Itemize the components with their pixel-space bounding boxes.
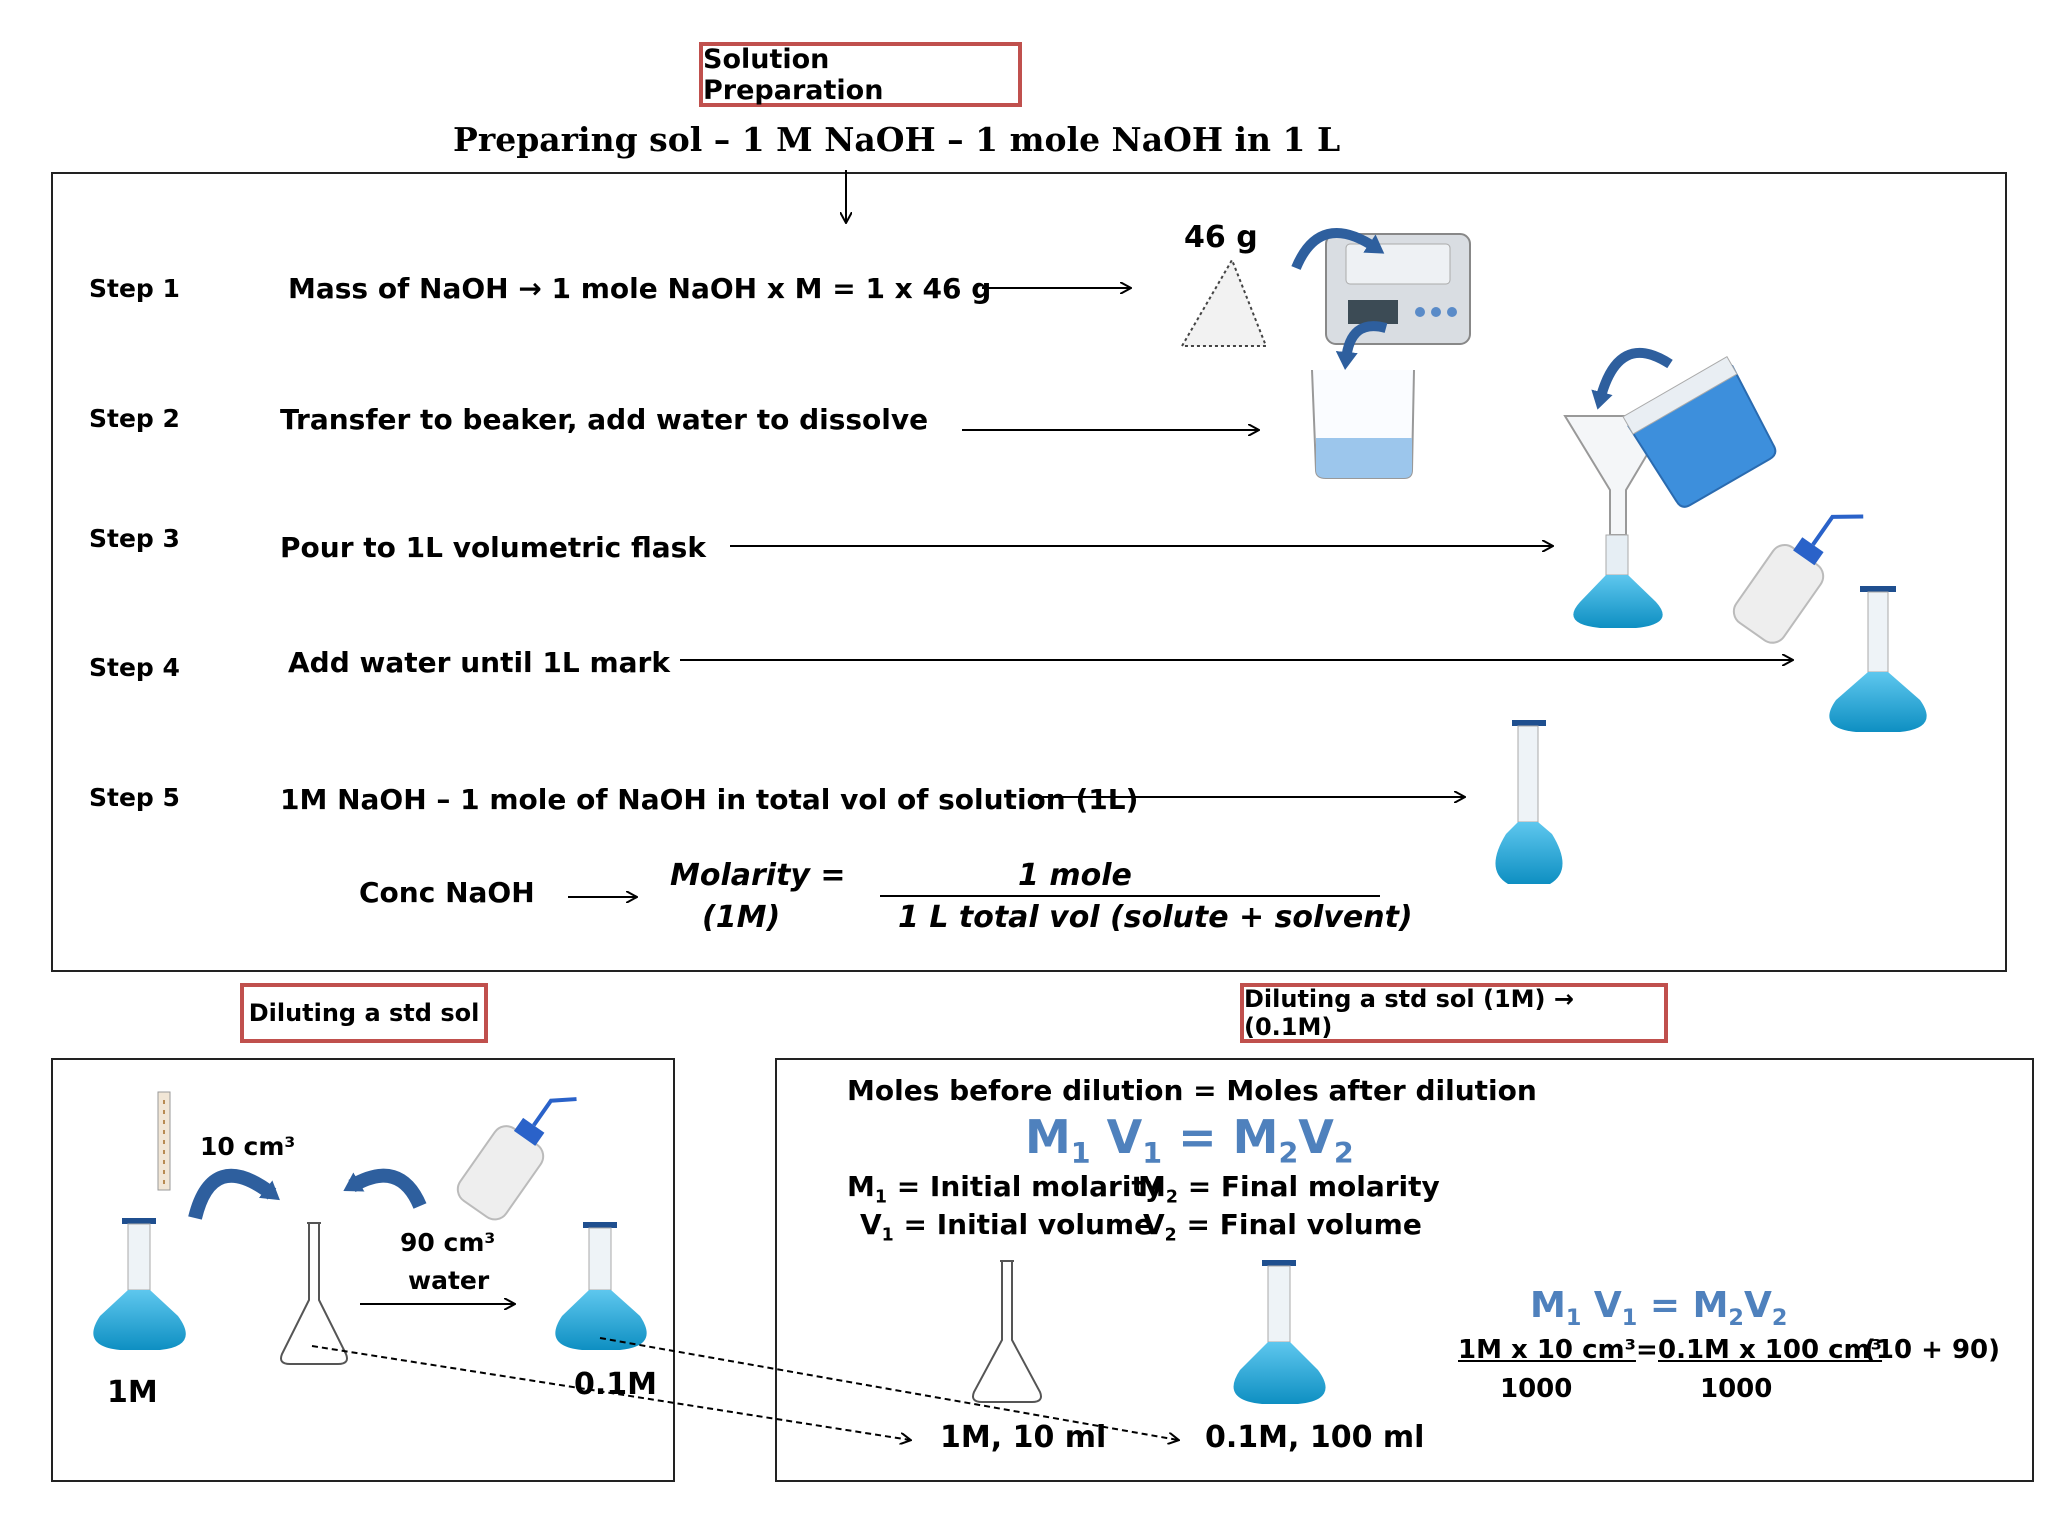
calc-denominator-2: 1000: [1700, 1374, 1773, 1404]
formula-m2: M: [1232, 1110, 1279, 1164]
formula-v1: V: [1106, 1110, 1143, 1164]
empty-flask-right-icon: [972, 1260, 1042, 1403]
dilution-right-title-box: Diluting a std sol (1M) → (0.1M): [1240, 983, 1668, 1043]
def-v1-sub: 1: [881, 1225, 894, 1246]
calc-m2: M: [1692, 1285, 1729, 1326]
curved-arrow-1-icon: [1291, 228, 1385, 271]
formula-sub-3: 2: [1278, 1137, 1299, 1171]
dilution-right-frame: [775, 1058, 2034, 1482]
label-01m: 0.1M: [574, 1367, 657, 1402]
molarity-label: Molarity =: [670, 858, 846, 893]
mass-label: 46 g: [1184, 220, 1258, 255]
dilution-left-title-box: Diluting a std sol: [240, 983, 488, 1043]
def-v2: V2 = Final volume: [1143, 1208, 1422, 1246]
flask-01m-icon: [555, 1222, 647, 1350]
calc-m1: M: [1530, 1285, 1566, 1326]
water-label: water: [408, 1266, 490, 1295]
molarity-unit: (1M): [702, 900, 781, 935]
curved-arrow-2-icon: [1335, 321, 1388, 370]
calc-sub-4: 2: [1771, 1305, 1788, 1332]
flask-label-2: 0.1M, 100 ml: [1205, 1420, 1425, 1455]
beaker-icon: [1311, 369, 1415, 479]
curved-arrow-4-icon: [188, 1168, 280, 1220]
calc-numerator-left: 1M x 10 cm³: [1458, 1335, 1636, 1365]
dilution-right-title: Diluting a std sol (1M) → (0.1M): [1244, 985, 1574, 1041]
calc-v1: V: [1593, 1285, 1622, 1326]
formula-v2: V: [1298, 1110, 1334, 1164]
label-1m: 1M: [107, 1375, 158, 1410]
def-v1: V1 = Initial volume: [860, 1208, 1154, 1246]
wash-bottle-2-icon: [456, 1097, 577, 1221]
formula-eq: =: [1178, 1110, 1217, 1164]
formula-sub-4: 2: [1333, 1137, 1354, 1171]
dilution-left-frame: [51, 1058, 675, 1482]
dashed-connector-2: [599, 1337, 1178, 1440]
empty-flask-icon: [280, 1222, 348, 1365]
curved-arrow-3-icon: [1591, 348, 1673, 410]
calc-numerator-right: 0.1M x 100 cm³: [1658, 1335, 1883, 1365]
def-m2: M2 = Final molarity: [1138, 1170, 1440, 1208]
calc-denominator-1: 1000: [1500, 1374, 1573, 1404]
filled-flask-right-icon: [1233, 1260, 1326, 1404]
pipette-volume: 10 cm³: [200, 1132, 296, 1161]
def-v1-text: = Initial volume: [903, 1208, 1154, 1241]
pipette-icon: [157, 1091, 171, 1191]
calc-eq-sign: =: [1636, 1335, 1658, 1365]
volumetric-flask-step5-icon: [1495, 720, 1563, 884]
volumetric-flask-step4-icon: [1829, 586, 1927, 732]
step-1-text: Mass of NaOH → 1 mole NaOH x M = 1 x 46 …: [288, 272, 992, 305]
naoh-pile-icon: [1180, 257, 1268, 347]
def-v2-sub: 2: [1164, 1225, 1177, 1246]
flask-label-1: 1M, 10 ml: [940, 1420, 1107, 1455]
fraction-denominator: 1 L total vol (solute + solvent): [898, 900, 1413, 935]
step-4-text: Add water until 1L mark: [288, 646, 670, 679]
def-v2-text: = Final volume: [1186, 1208, 1422, 1241]
wash-bottle-icon: [1732, 514, 1864, 644]
water-volume: 90 cm³: [400, 1228, 496, 1257]
def-m2-text: = Final molarity: [1187, 1170, 1440, 1203]
def-m1-text: = Initial molarity: [896, 1170, 1164, 1203]
dilution-statement: Moles before dilution = Moles after dilu…: [847, 1074, 1537, 1107]
pouring-beaker-icon: [1622, 356, 1777, 508]
title-box: Solution Preparation: [699, 42, 1022, 107]
calc-formula: M1 V1 = M2V2: [1530, 1285, 1787, 1331]
main-frame: [51, 172, 2007, 972]
subtitle: Preparing sol – 1 M NaOH – 1 mole NaOH i…: [453, 120, 1341, 159]
step-5-text: 1M NaOH – 1 mole of NaOH in total vol of…: [280, 783, 1139, 816]
conc-label: Conc NaOH: [359, 876, 535, 909]
step-2-label: Step 2: [89, 404, 180, 433]
dashed-connector-1: [311, 1345, 910, 1440]
calc-note: (10 + 90): [1864, 1335, 2001, 1365]
def-m1: M1 = Initial molarity: [847, 1170, 1164, 1208]
step-3-text: Pour to 1L volumetric flask: [280, 531, 706, 564]
fraction-numerator: 1 mole: [1018, 858, 1132, 893]
balance-icon: [1325, 233, 1471, 345]
calc-sub-1: 1: [1565, 1305, 1582, 1332]
curved-arrow-5-icon: [343, 1168, 427, 1209]
calc-v2: V: [1743, 1285, 1772, 1326]
formula-m1: M: [1025, 1110, 1071, 1164]
step-1-label: Step 1: [89, 274, 180, 303]
dilution-left-title: Diluting a std sol: [248, 999, 480, 1027]
dilution-formula: M1 V1 = M2V2: [1025, 1110, 1354, 1170]
step-3-label: Step 3: [89, 524, 180, 553]
title-text: Solution Preparation: [703, 43, 884, 106]
step-4-label: Step 4: [89, 653, 180, 682]
def-m2-sub: 2: [1165, 1187, 1178, 1208]
formula-sub-2: 1: [1142, 1137, 1163, 1171]
flask-1m-icon: [93, 1218, 186, 1350]
calc-sub-3: 2: [1728, 1305, 1744, 1332]
step-2-text: Transfer to beaker, add water to dissolv…: [280, 403, 929, 436]
calc-eq: =: [1649, 1285, 1681, 1326]
step-5-label: Step 5: [89, 783, 180, 812]
formula-sub-1: 1: [1070, 1137, 1091, 1171]
calc-sub-2: 1: [1621, 1305, 1638, 1332]
def-m1-sub: 1: [874, 1187, 887, 1208]
